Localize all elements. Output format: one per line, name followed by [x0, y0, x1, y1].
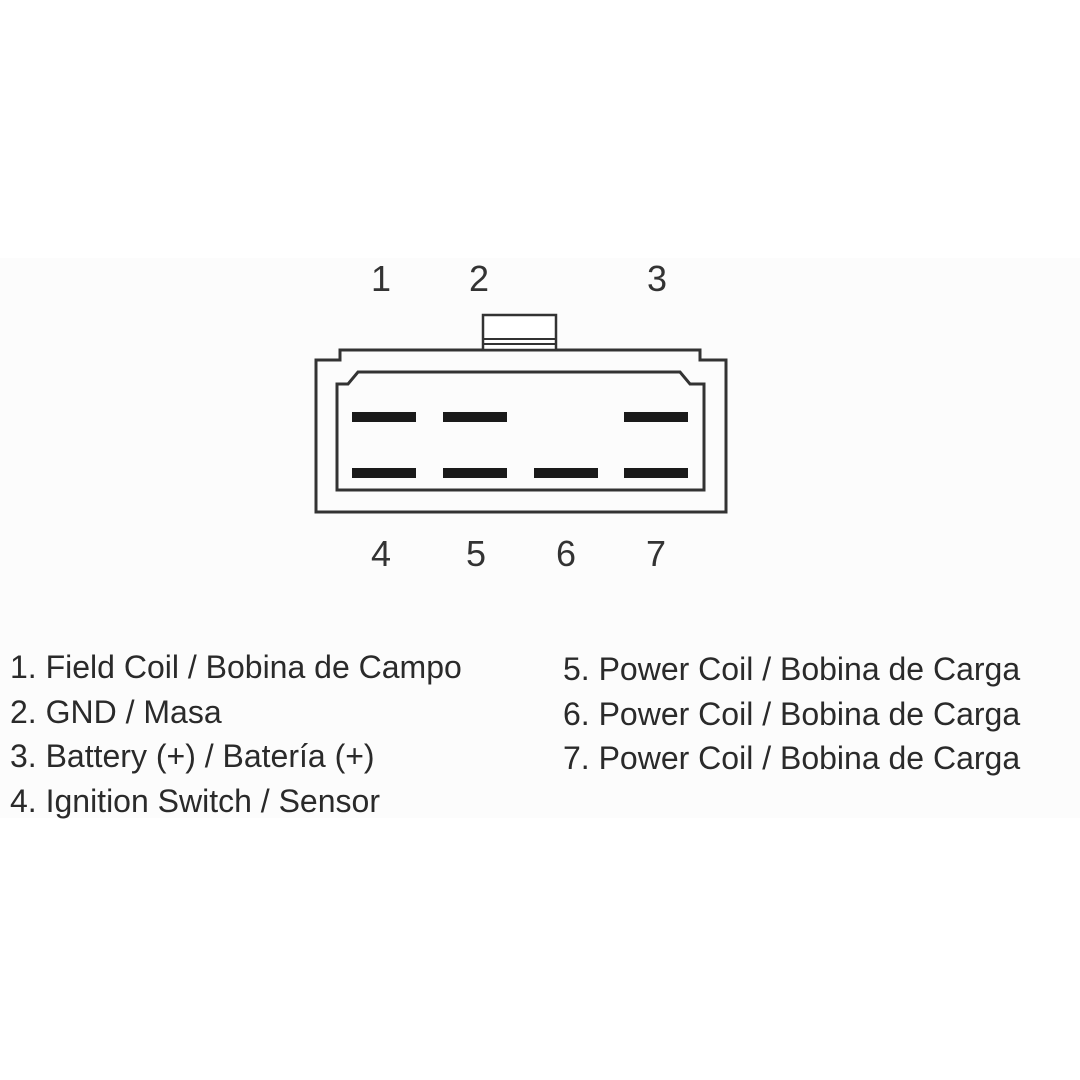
- terminal-pin-4: [352, 468, 416, 478]
- pin-number-1: 1: [371, 258, 391, 299]
- legend-item: 1. Field Coil / Bobina de Campo: [10, 649, 462, 685]
- pin-number-3: 3: [647, 258, 667, 299]
- legend-item: 5. Power Coil / Bobina de Carga: [563, 651, 1021, 687]
- terminal-pin-3: [624, 412, 688, 422]
- pin-number-2: 2: [469, 258, 489, 299]
- pin-number-6: 6: [556, 533, 576, 574]
- pin-legend-left: 1. Field Coil / Bobina de Campo 2. GND /…: [10, 645, 462, 823]
- legend-item: 4. Ignition Switch / Sensor: [10, 782, 380, 819]
- pin-number-7: 7: [646, 533, 666, 574]
- pin-number-4: 4: [371, 533, 391, 574]
- terminal-pin-5: [443, 468, 507, 478]
- pin-number-5: 5: [466, 533, 486, 574]
- pin-legend-right: 5. Power Coil / Bobina de Carga 6. Power…: [563, 647, 1020, 781]
- terminal-pin-6: [534, 468, 598, 478]
- legend-item: 3. Battery (+) / Batería (+): [10, 738, 375, 774]
- connector-housing-outer: [314, 348, 728, 514]
- terminal-pin-2: [443, 412, 507, 422]
- terminal-pin-7: [624, 468, 688, 478]
- terminal-pin-1: [352, 412, 416, 422]
- legend-item: 2. GND / Masa: [10, 693, 222, 730]
- legend-item: 7. Power Coil / Bobina de Carga: [563, 740, 1021, 776]
- connector-housing-inner: [335, 370, 706, 492]
- legend-item: 6. Power Coil / Bobina de Carga: [563, 695, 1021, 732]
